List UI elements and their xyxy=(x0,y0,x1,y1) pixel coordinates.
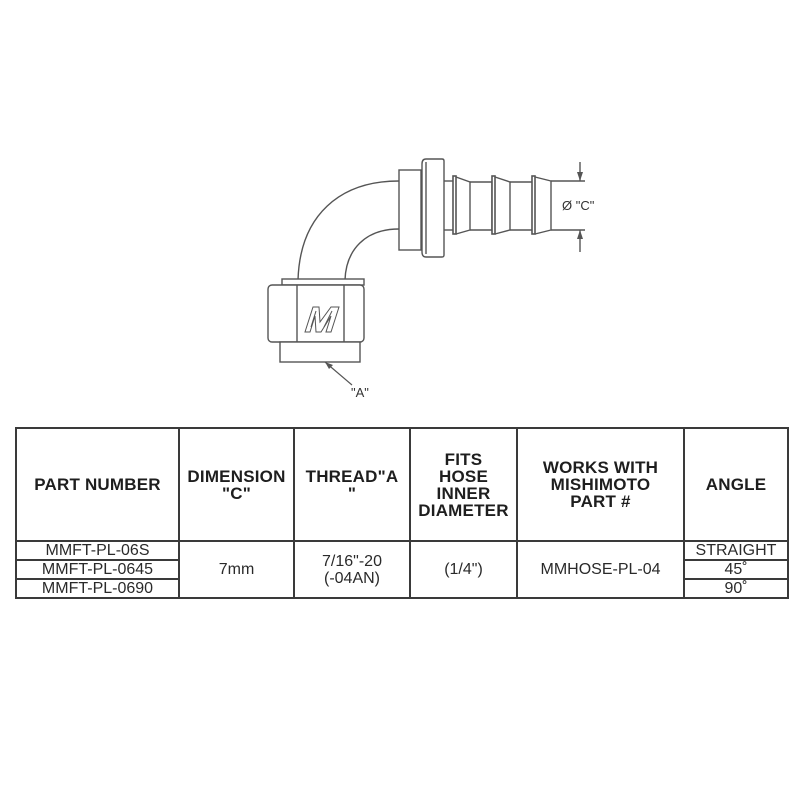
part-number-cell: MMFT-PL-0690 xyxy=(15,578,180,599)
bend-tube-outer xyxy=(297,180,400,281)
header-angle: ANGLE xyxy=(683,427,789,542)
flange xyxy=(421,158,445,258)
dimension-c-label: Ø "C" xyxy=(562,198,595,213)
barb-ring-2 xyxy=(491,175,496,235)
header-thread-a: THREAD"A " xyxy=(293,427,411,542)
table-row: MMFT-PL-0690 90˚ xyxy=(15,578,789,599)
dimension-arrow-bottom xyxy=(577,230,583,239)
header-hose-inner-diameter: FITS HOSE INNER DIAMETER xyxy=(409,427,518,542)
header-label: DIMENSION "C" xyxy=(187,466,286,503)
dimension-c-cell: 7mm xyxy=(178,540,295,599)
header-works-with-part: WORKS WITH MISHIMOTO PART # xyxy=(516,427,685,542)
thread-a-cell: 7/16"-20 (-04AN) xyxy=(293,540,411,599)
nut-top-ring xyxy=(281,278,365,286)
table-row: MMFT-PL-06S 7mm 7/16"-20 (-04AN) (1/4") … xyxy=(15,540,789,599)
nut-bottom-ring xyxy=(279,341,361,363)
thread-a-label: "A" xyxy=(351,385,369,400)
nut-hex xyxy=(267,284,365,343)
header-label: PART NUMBER xyxy=(34,475,161,494)
header-label: WORKS WITH MISHIMOTO PART # xyxy=(542,458,659,511)
barb-ring-3 xyxy=(531,175,536,235)
barb-ring-1 xyxy=(452,175,457,235)
header-dimension-c: DIMENSION "C" xyxy=(178,427,295,542)
thread-a-arrow xyxy=(325,362,333,369)
header-label: THREAD"A " xyxy=(305,466,399,503)
header-part-number: PART NUMBER xyxy=(15,427,180,542)
fitting-drawing: Ø "C" "A" xyxy=(267,158,595,400)
table-header-row: PART NUMBER DIMENSION "C" THREAD"A " FIT… xyxy=(15,427,789,542)
table-row: MMFT-PL-0645 45˚ xyxy=(15,559,789,580)
angle-cell: 45˚ xyxy=(683,559,789,580)
bend-tube-inner xyxy=(344,228,400,281)
part-number-cell: MMFT-PL-0645 xyxy=(15,559,180,580)
collar xyxy=(398,169,422,251)
dimension-arrow-top xyxy=(577,172,583,181)
specification-table: PART NUMBER DIMENSION "C" THREAD"A " FIT… xyxy=(15,427,789,599)
works-with-part-cell: MMHOSE-PL-04 xyxy=(516,540,685,599)
mishimoto-logo-icon xyxy=(304,306,340,333)
part-number-cell: MMFT-PL-06S xyxy=(15,540,180,561)
hose-inner-diameter-cell: (1/4") xyxy=(409,540,518,599)
header-label: ANGLE xyxy=(705,475,767,494)
angle-cell: STRAIGHT xyxy=(683,540,789,561)
header-label: FITS HOSE INNER DIAMETER xyxy=(418,449,509,520)
angle-cell: 90˚ xyxy=(683,578,789,599)
